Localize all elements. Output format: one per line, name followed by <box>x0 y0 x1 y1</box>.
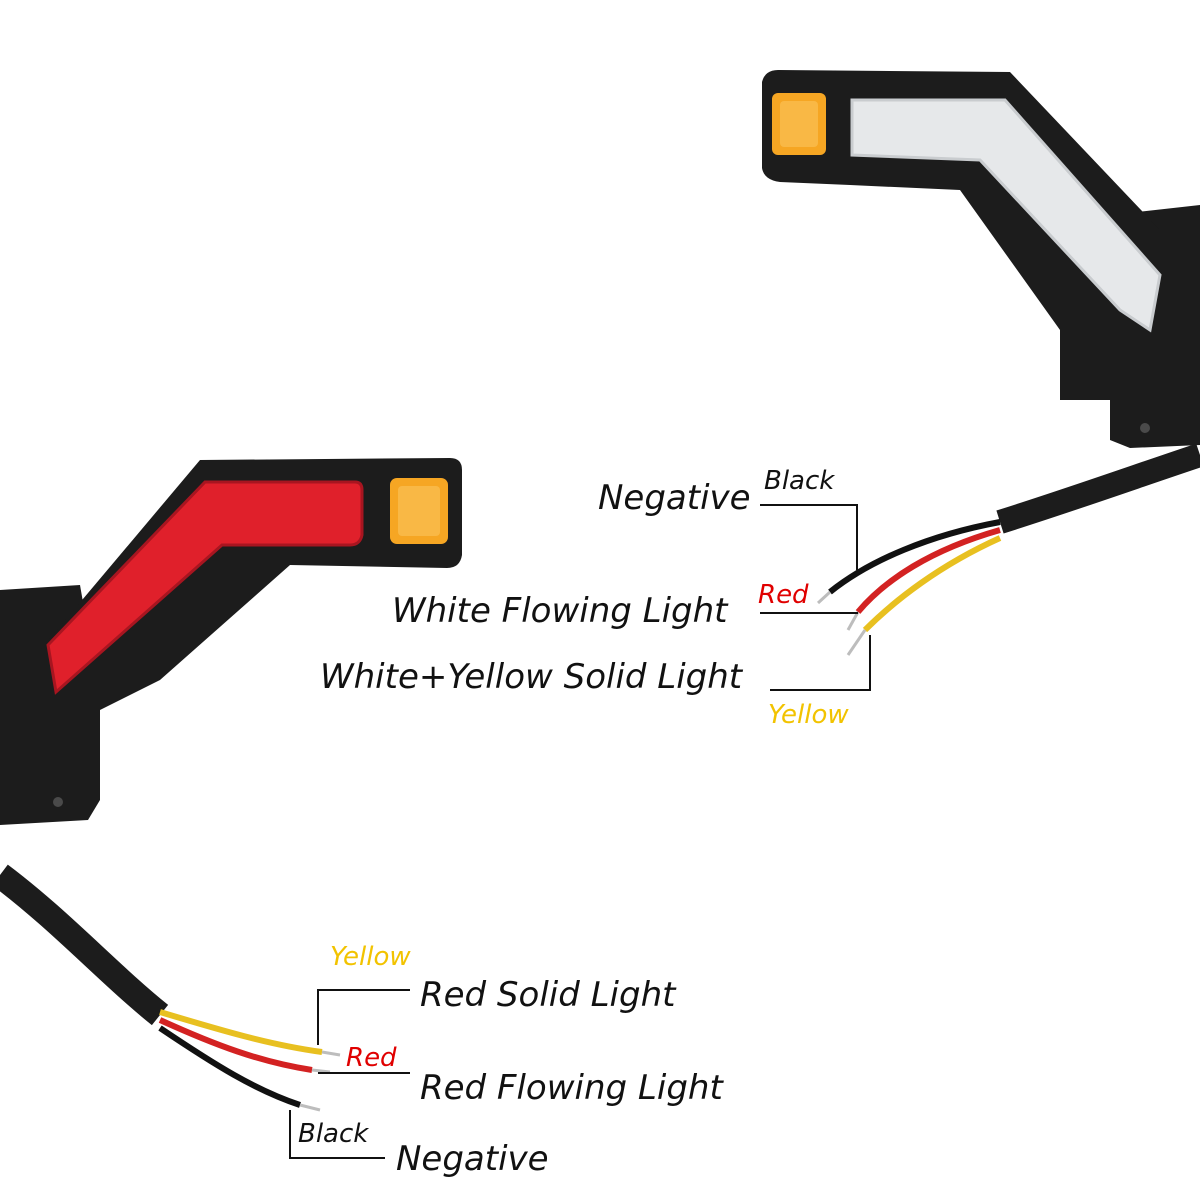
wire-tip-black-right <box>816 590 832 605</box>
lamp-white-amber <box>760 70 1200 691</box>
mount-hole-right <box>1140 423 1150 433</box>
label-negative-right: Negative <box>598 478 751 518</box>
label-red-solid-light: Red Solid Light <box>420 975 676 1015</box>
leader-red-solid <box>317 989 410 1045</box>
wire-yellow-left <box>159 1009 323 1055</box>
label-white-yellow-solid-light: White+Yellow Solid Light <box>320 657 743 697</box>
cable-right <box>996 443 1200 534</box>
wire-red-right <box>855 527 1001 614</box>
wire-tip-yellow-left <box>321 1050 341 1057</box>
wire-black-left <box>158 1025 301 1108</box>
wire-tip-red-right <box>846 611 860 631</box>
label-red-left: Red <box>346 1043 397 1073</box>
wire-red-left <box>158 1017 313 1073</box>
wire-tip-red-left <box>311 1068 331 1074</box>
amber-lens-left-inner <box>398 486 440 536</box>
white-lens <box>850 98 1162 333</box>
wire-yellow-right <box>862 535 1002 633</box>
label-red-flowing-light: Red Flowing Light <box>420 1068 723 1108</box>
label-yellow-left: Yellow <box>330 942 411 972</box>
label-white-flowing-light: White Flowing Light <box>392 591 728 631</box>
label-black-left: Black <box>298 1119 369 1149</box>
leader-negative-left <box>289 1110 385 1159</box>
amber-lens-right-inner <box>780 101 818 147</box>
lamp-red-amber <box>0 458 462 1159</box>
leader-negative-right <box>760 504 858 570</box>
wire-tip-yellow-right <box>846 629 867 656</box>
wire-tip-black-left <box>299 1103 321 1112</box>
red-lens <box>46 480 364 695</box>
label-negative-left: Negative <box>396 1139 549 1179</box>
cable-left <box>0 864 169 1026</box>
label-black-right: Black <box>764 466 835 496</box>
leader-white-yellow-solid <box>770 635 871 691</box>
label-red-right: Red <box>758 580 809 610</box>
mount-hole-left <box>53 797 63 807</box>
wire-black-right <box>828 519 1001 595</box>
label-yellow-right: Yellow <box>768 700 849 730</box>
